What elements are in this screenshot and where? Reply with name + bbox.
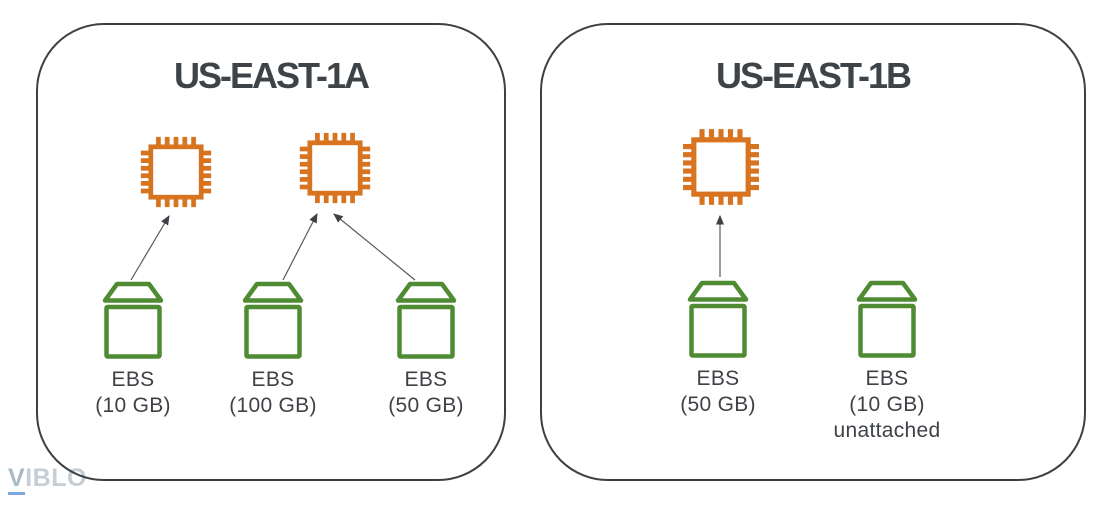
ec2-instance-icon xyxy=(297,130,373,206)
ebs-volume: EBS (10 GB) unattached xyxy=(817,280,957,444)
ebs-volume-label: EBS (100 GB) xyxy=(203,367,343,419)
zone-us-east-1b: US-EAST-1B xyxy=(540,23,1086,481)
ebs-volume: EBS (10 GB) xyxy=(63,281,203,419)
ebs-volume-size: (50 GB) xyxy=(388,394,464,417)
ebs-volume-label: EBS (50 GB) xyxy=(356,367,496,419)
ebs-volume: EBS (50 GB) xyxy=(356,281,496,419)
ebs-volume-size: (100 GB) xyxy=(229,394,317,417)
ebs-volume-size: (50 GB) xyxy=(680,393,756,416)
ebs-volume-name: EBS xyxy=(404,368,448,391)
ebs-volume-icon xyxy=(687,280,749,358)
ebs-volume: EBS (50 GB) xyxy=(648,280,788,418)
ec2-instance-icon xyxy=(680,126,762,208)
ebs-volume-label: EBS (50 GB) xyxy=(648,366,788,418)
ebs-volume: EBS (100 GB) xyxy=(203,281,343,419)
ebs-volume-label: EBS (10 GB) unattached xyxy=(817,366,957,444)
zone-us-east-1a: US-EAST-1A xyxy=(36,23,506,481)
ebs-volume-note: unattached xyxy=(833,419,941,442)
ebs-volume-name: EBS xyxy=(696,367,740,390)
ebs-volume-icon xyxy=(395,281,457,359)
zone-title: US-EAST-1A xyxy=(173,55,370,96)
ec2-instance-icon xyxy=(138,134,214,210)
ebs-volume-name: EBS xyxy=(111,368,155,391)
zone-title: US-EAST-1B xyxy=(715,55,912,96)
ebs-volume-icon xyxy=(242,281,304,359)
ebs-volume-label: EBS (10 GB) xyxy=(63,367,203,419)
ebs-volume-name: EBS xyxy=(865,367,909,390)
ebs-volume-size: (10 GB) xyxy=(849,393,925,416)
ebs-volume-icon xyxy=(856,280,918,358)
ebs-volume-name: EBS xyxy=(251,368,295,391)
viblo-logo-initial: V xyxy=(8,464,26,495)
ebs-volume-icon xyxy=(102,281,164,359)
ebs-volume-size: (10 GB) xyxy=(95,394,171,417)
